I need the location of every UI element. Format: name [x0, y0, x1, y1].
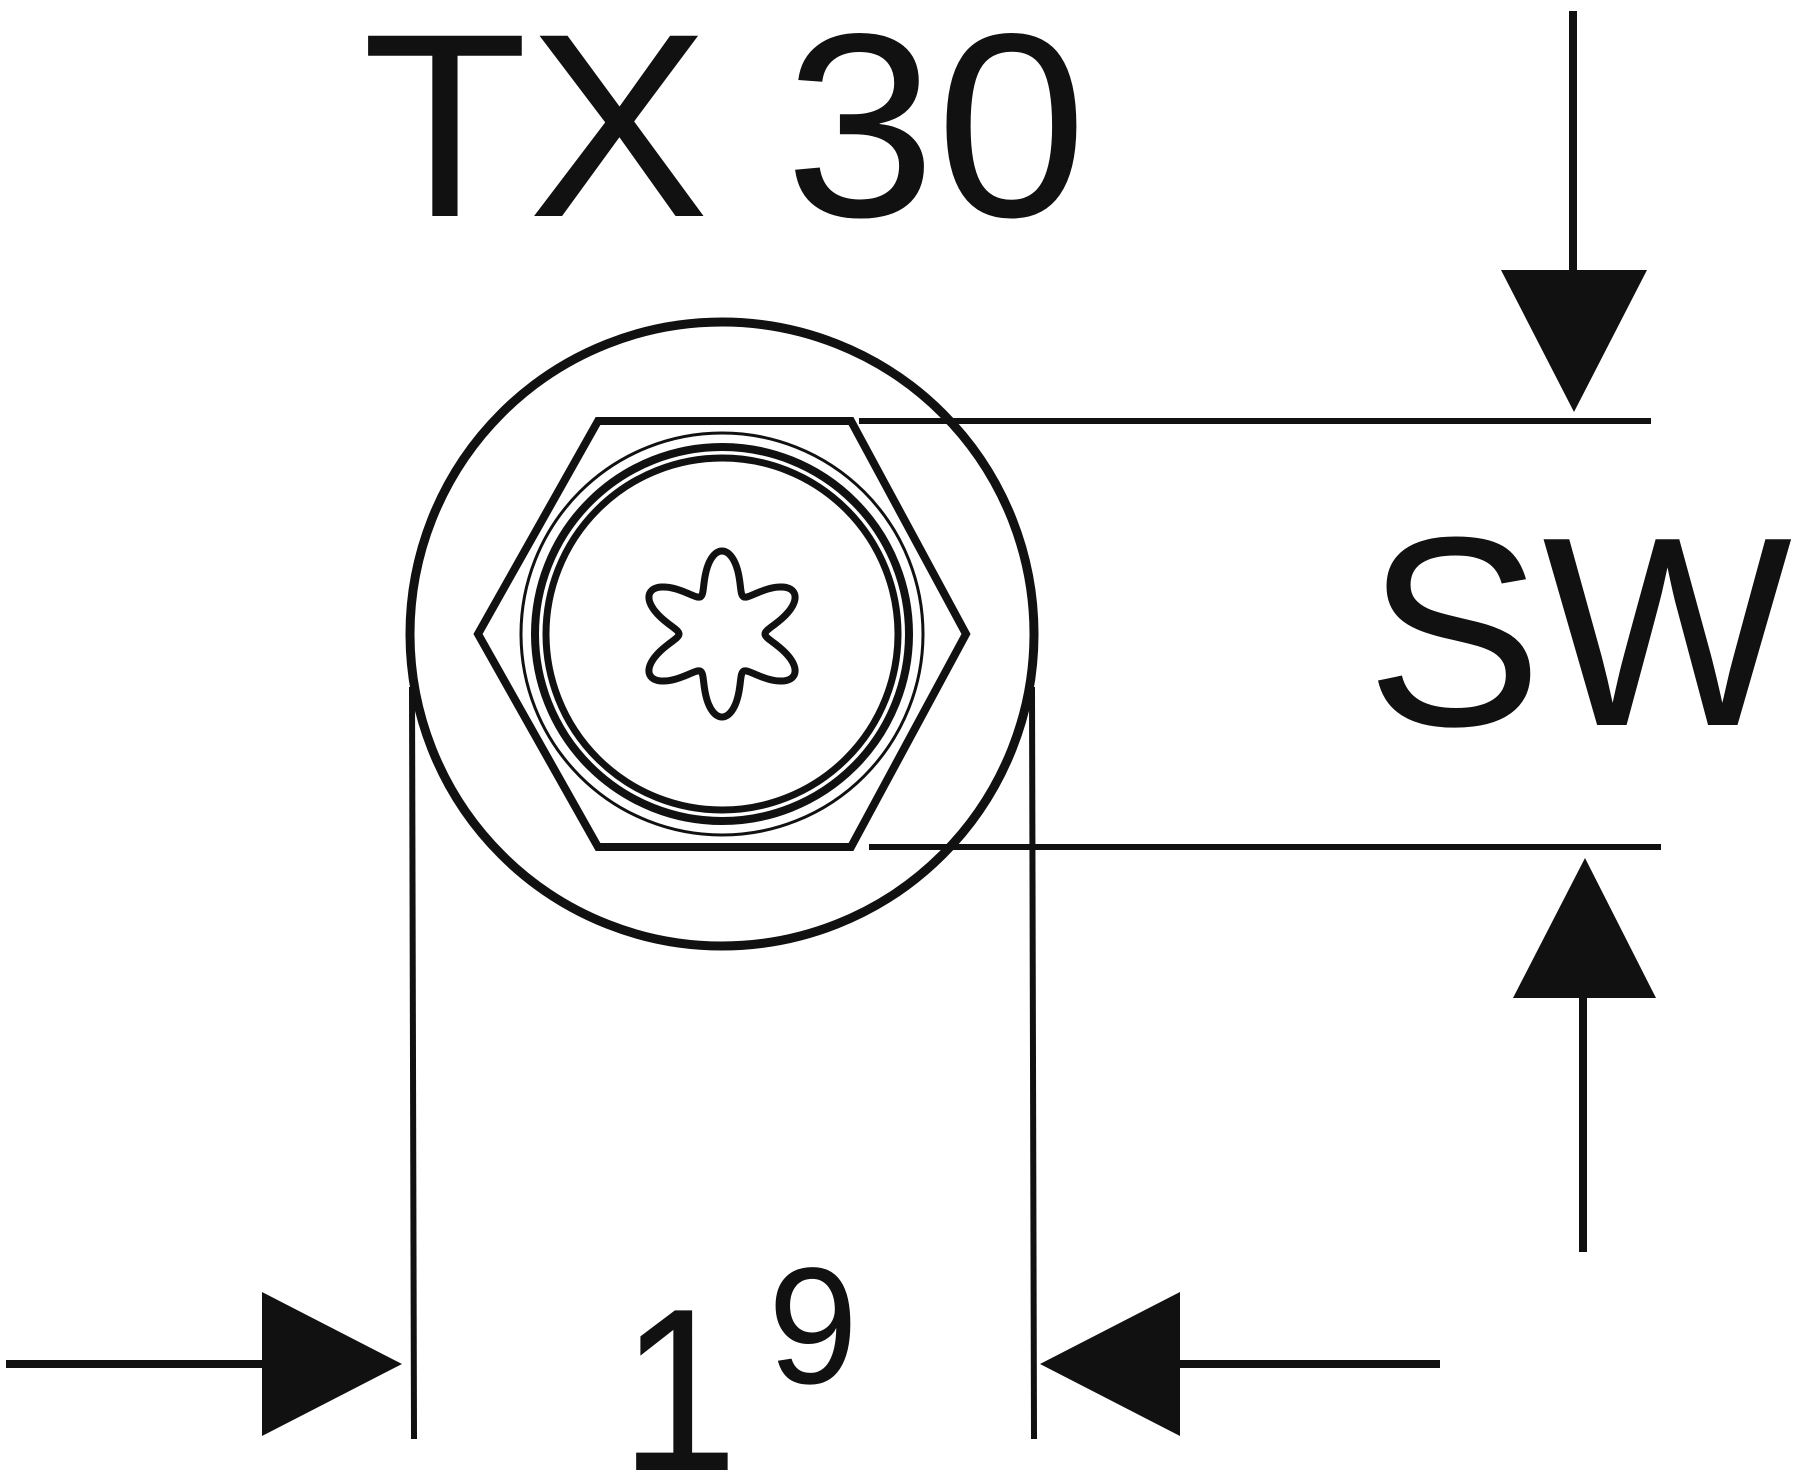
hexagon-chamfer-circle: [519, 431, 925, 837]
diameter-arrowhead-left: [1040, 1292, 1180, 1436]
torx-recess-icon: [645, 547, 799, 721]
diameter-extension-line-left: [408, 686, 418, 1440]
sw-arrowhead-down: [1501, 270, 1647, 412]
diameter-extension-line-right: [1028, 686, 1038, 1440]
diameter-value-superscript: 9: [768, 1234, 858, 1419]
wrench-size-label: SW: [1366, 482, 1794, 783]
diameter-arrowhead-right: [262, 1292, 402, 1436]
sw-arrowhead-up: [1513, 858, 1656, 998]
drive-size-label: TX 30: [362, 0, 1087, 272]
outer-body-circle: [405, 317, 1039, 951]
inner-ring-inner: [542, 454, 902, 814]
inner-ring-outer: [531, 443, 913, 825]
diameter-value-main: 1: [620, 1261, 738, 1482]
hexagon-nut-outline: [473, 417, 971, 851]
